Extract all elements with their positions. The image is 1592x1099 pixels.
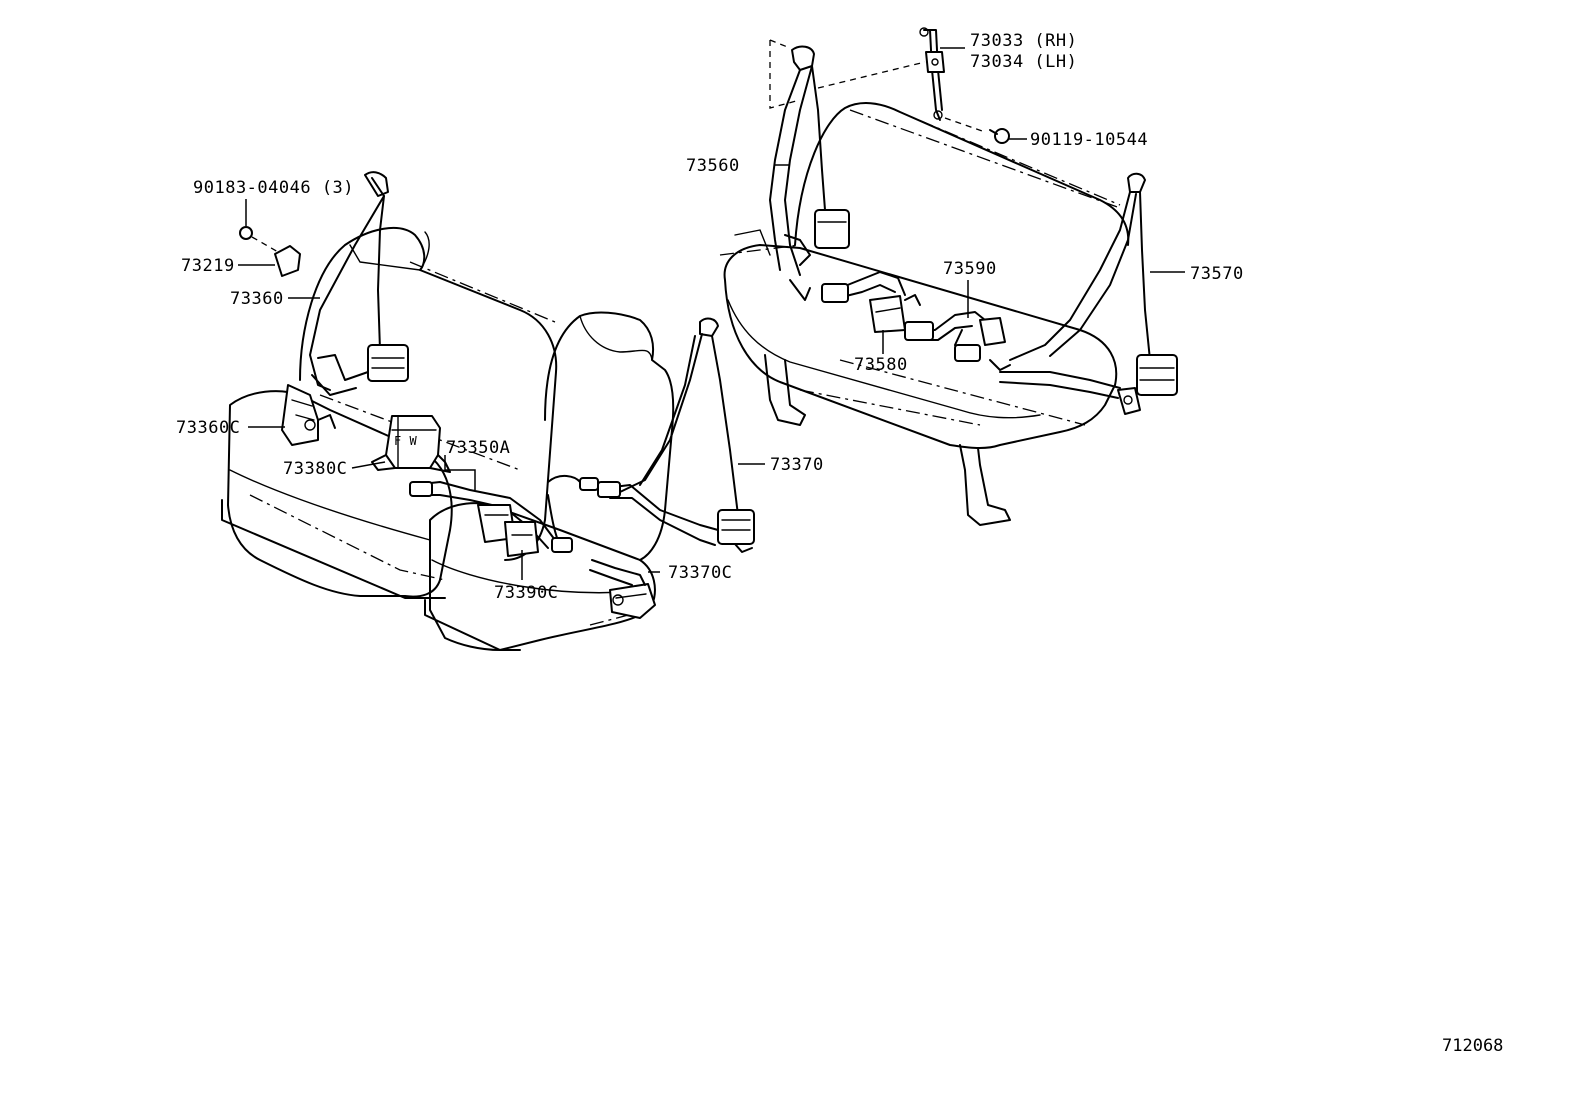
belt-73360 [309, 171, 409, 396]
label-73350a: 73350A [446, 438, 510, 458]
label-73560: 73560 [686, 156, 740, 176]
bracket-73033 [817, 27, 986, 133]
buckle-73360c [281, 384, 336, 446]
label-73590: 73590 [943, 259, 997, 279]
label-73370c: 73370C [668, 563, 732, 583]
buckle-73390c [477, 504, 539, 557]
fw-mark: F W [394, 434, 417, 448]
label-73370: 73370 [770, 455, 824, 475]
rear-bench-seat [719, 102, 1130, 526]
belt-73590 [904, 311, 1011, 371]
label-73360: 73360 [230, 289, 284, 309]
buckle-73580 [821, 271, 921, 333]
bolt-90119 [989, 128, 1010, 144]
label-73570: 73570 [1190, 264, 1244, 284]
label-73219: 73219 [181, 256, 235, 276]
belt-73570 [999, 172, 1178, 415]
belt-73370 [547, 317, 755, 553]
center-buckle-73380c: F W [371, 415, 451, 473]
cover-73219 [274, 245, 301, 277]
screw-90183 [239, 226, 279, 253]
leader-lines [238, 47, 1185, 580]
label-90119-10544: 90119-10544 [1030, 130, 1148, 150]
label-73033: 73033 (RH) [970, 31, 1077, 51]
label-73580: 73580 [854, 355, 908, 375]
belt-73560 [769, 39, 850, 301]
label-90183-04046: 90183-04046 (3) [193, 178, 354, 198]
label-73034: 73034 (LH) [970, 52, 1077, 72]
label-73380c: 73380C [283, 459, 347, 479]
diagram-code: 712068 [1442, 1036, 1503, 1056]
label-73390c: 73390C [494, 583, 558, 603]
label-73360c: 73360C [176, 418, 240, 438]
buckle-73370c [551, 537, 656, 619]
